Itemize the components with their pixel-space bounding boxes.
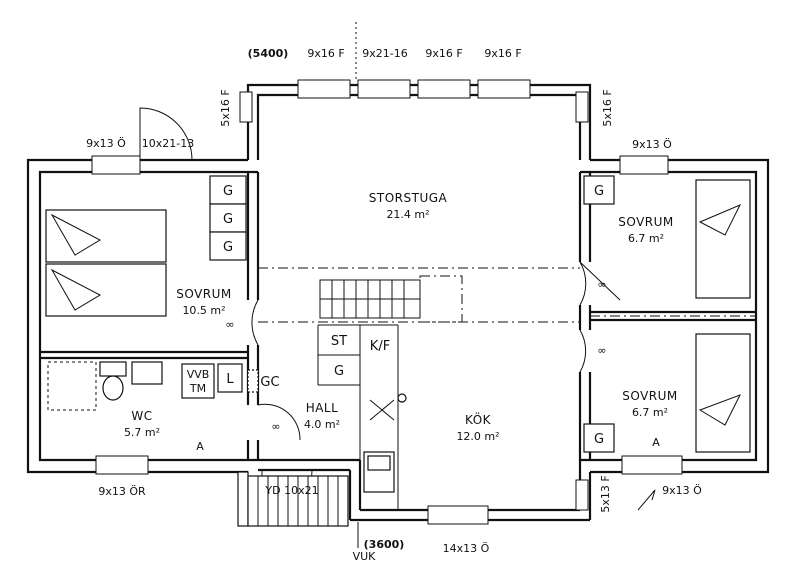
a-label-sovrum: A <box>652 436 660 449</box>
bathroom-fixtures <box>47 361 259 411</box>
beds <box>45 179 751 453</box>
windows-top <box>91 79 683 525</box>
room-area-sovrum-left: 10.5 m² <box>182 304 225 317</box>
tumble-dryer-label: TM <box>189 382 206 395</box>
room-area-hall: 4.0 m² <box>304 418 340 431</box>
closet-label-st: ST <box>331 334 347 349</box>
room-name-wc: WC <box>131 409 152 423</box>
room-name-storstuga: STORSTUGA <box>369 191 448 205</box>
window-label-top-1: 9x16 F <box>307 47 344 60</box>
l-label: L <box>226 372 234 387</box>
window-label-bottom-left: 9x13 ÖR <box>98 485 146 498</box>
a-label-wc: A <box>196 440 204 453</box>
wardrobe-label-right-top: G <box>594 184 604 199</box>
window-label-top-2: 9x16 F <box>425 47 462 60</box>
wardrobe-label-1: G <box>223 184 233 199</box>
staircase <box>319 275 463 323</box>
fridge-freezer-label: K/F <box>370 339 390 354</box>
swing-mark-sovrum-right-top: ∞ <box>597 278 606 291</box>
room-name-hall: HALL <box>306 401 339 415</box>
door-label-entrance: YD 10x21 <box>264 484 318 497</box>
room-name-sovrum-right-top: SOVRUM <box>618 215 674 229</box>
window-label-top-3: 9x16 F <box>484 47 521 60</box>
window-label-bottom-right-vertical: 5x13 F <box>599 475 612 512</box>
dimension-bottom: (3600) <box>364 538 405 551</box>
window-label-bottom-right: 9x13 Ö <box>662 484 702 497</box>
wardrobes <box>209 175 615 453</box>
window-label-right-wing: 9x13 Ö <box>632 138 672 151</box>
wardrobe-label-right-bottom: G <box>594 432 604 447</box>
room-name-sovrum-right-bottom: SOVRUM <box>622 389 678 403</box>
wardrobe-label-hall: G <box>334 364 344 379</box>
room-area-sovrum-right-top: 6.7 m² <box>628 232 664 245</box>
window-label-top-door: 9x21-16 <box>362 47 407 60</box>
water-heater-label: VVB <box>187 368 210 381</box>
window-label-left-wing: 9x13 Ö <box>86 137 126 150</box>
wardrobe-label-3: G <box>223 240 233 255</box>
room-area-storstuga: 21.4 m² <box>386 208 429 221</box>
door-label-left-wing: 10x21-13 <box>142 137 194 150</box>
vuk-label: VUK <box>353 550 377 563</box>
swing-mark-sovrum-right-bottom: ∞ <box>597 344 606 357</box>
kitchen-fixtures <box>363 393 407 493</box>
entrance-steps <box>237 471 349 527</box>
room-area-kok: 12.0 m² <box>456 430 499 443</box>
gc-label: GC <box>260 375 279 390</box>
room-name-sovrum-left: SOVRUM <box>176 287 232 301</box>
room-name-kok: KÖK <box>465 411 492 427</box>
swing-mark-sovrum-left: ∞ <box>225 318 234 331</box>
dimension-top: (5400) <box>248 47 289 60</box>
swing-mark-hall: ∞ <box>271 420 280 433</box>
room-area-sovrum-right-bottom: 6.7 m² <box>632 406 668 419</box>
window-label-right-vertical: 5x16 F <box>601 89 614 126</box>
room-area-wc: 5.7 m² <box>124 426 160 439</box>
wardrobe-label-2: G <box>223 212 233 227</box>
window-label-bottom-kok: 14x13 Ö <box>443 542 490 555</box>
window-label-left-vertical: 5x16 F <box>219 89 232 126</box>
